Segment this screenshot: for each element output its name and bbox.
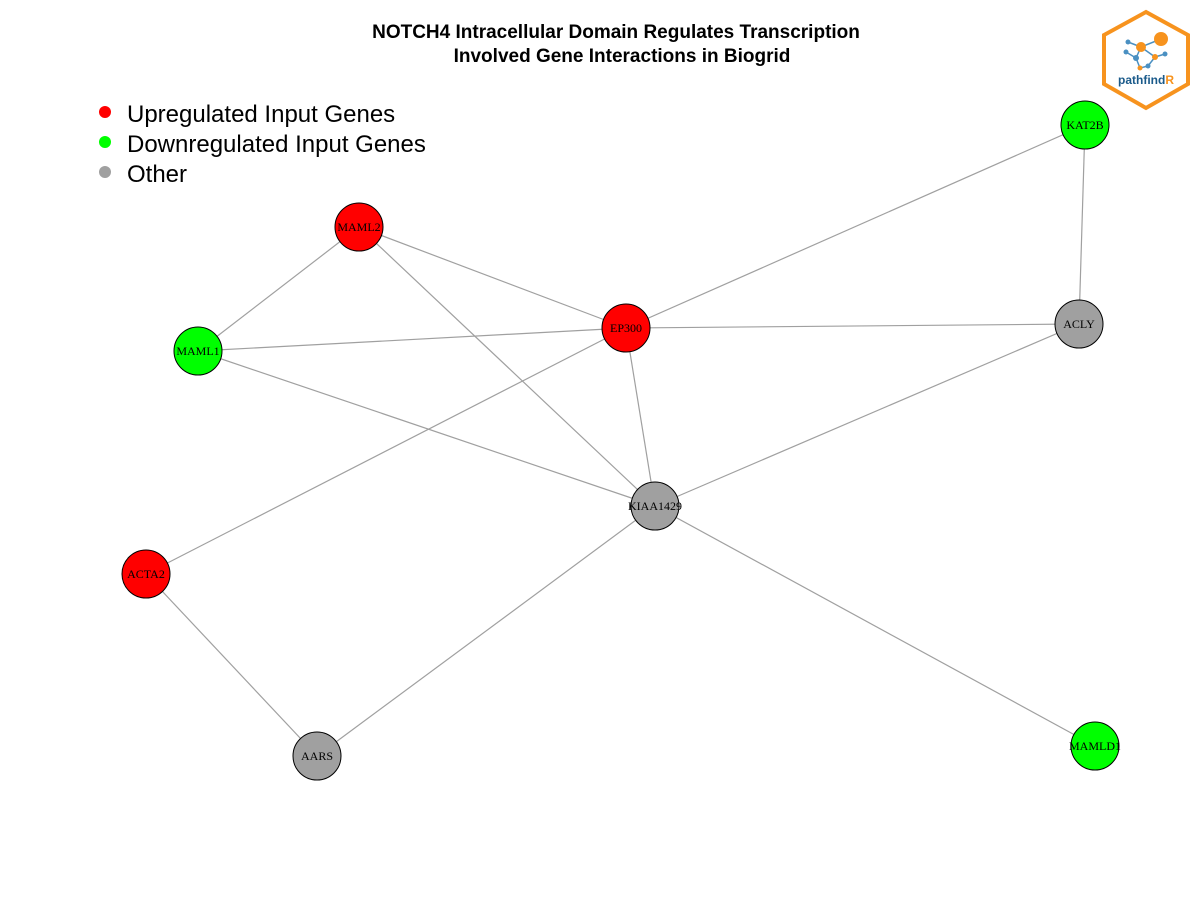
node-maml1[interactable]: MAML1	[173, 326, 223, 376]
node-label: MAML1	[176, 344, 219, 358]
diagram-title-line-1: NOTCH4 Intracellular Domain Regulates Tr…	[372, 22, 860, 43]
legend-label-downregulated: Downregulated Input Genes	[127, 131, 426, 158]
node-label: ACLY	[1063, 317, 1095, 331]
node-label: EP300	[610, 321, 642, 335]
edge-kat2b-acly	[1078, 124, 1086, 325]
edge-acly-kiaa1429	[654, 323, 1080, 507]
edge-maml1-ep300	[197, 327, 627, 352]
node-label: AARS	[301, 749, 333, 763]
edge-maml2-maml1	[197, 226, 360, 352]
edge-ep300-kiaa1429	[625, 327, 656, 507]
legend-label-other: Other	[127, 161, 187, 188]
node-circle[interactable]	[1054, 299, 1104, 349]
diagram-title-line-2: Involved Gene Interactions in Biogrid	[454, 46, 791, 67]
node-circle[interactable]	[1070, 721, 1120, 771]
node-label: ACTA2	[127, 567, 165, 581]
node-mamld1[interactable]: MAMLD1	[1069, 721, 1121, 771]
legend-item-downregulated: Downregulated Input Genes	[99, 131, 426, 158]
edge-kiaa1429-mamld1	[654, 505, 1096, 747]
node-label: KIAA1429	[628, 499, 682, 513]
node-ep300[interactable]: EP300	[601, 303, 651, 353]
legend-item-other: Other	[99, 161, 187, 188]
legend: Upregulated Input Genes Downregulated In…	[99, 101, 426, 188]
edges-layer	[145, 124, 1096, 757]
logo-network-icon	[1123, 32, 1168, 71]
legend-label-upregulated: Upregulated Input Genes	[127, 101, 395, 128]
node-circle[interactable]	[334, 202, 384, 252]
edge-maml2-kiaa1429	[358, 226, 656, 507]
node-circle[interactable]	[601, 303, 651, 353]
node-circle[interactable]	[1060, 100, 1110, 150]
node-acta2[interactable]: ACTA2	[121, 549, 171, 599]
logo-hexagon	[1102, 9, 1190, 111]
legend-item-upregulated: Upregulated Input Genes	[99, 101, 395, 128]
node-label: MAML2	[337, 220, 380, 234]
logo-text: pathfindR	[1118, 73, 1174, 87]
node-aars[interactable]: AARS	[292, 731, 342, 781]
edge-kiaa1429-aars	[316, 505, 656, 757]
node-label: MAMLD1	[1069, 739, 1121, 753]
node-circle[interactable]	[121, 549, 171, 599]
edge-ep300-acly	[625, 323, 1080, 329]
logo-text-accent: R	[1165, 73, 1174, 87]
pathfindr-logo: pathfindR	[1102, 9, 1190, 111]
node-kiaa1429[interactable]: KIAA1429	[628, 481, 682, 531]
legend-swatch-other	[99, 166, 111, 178]
edge-ep300-acta2	[145, 327, 627, 575]
legend-swatch-downregulated	[99, 136, 111, 148]
edge-acta2-aars	[145, 573, 318, 757]
node-maml2[interactable]: MAML2	[334, 202, 384, 252]
node-circle[interactable]	[630, 481, 680, 531]
legend-swatch-upregulated	[99, 106, 111, 118]
edge-maml2-ep300	[358, 226, 627, 329]
node-circle[interactable]	[292, 731, 342, 781]
edge-maml1-kiaa1429	[197, 350, 656, 507]
node-label: KAT2B	[1066, 118, 1103, 132]
edge-ep300-kat2b	[625, 124, 1086, 329]
node-acly[interactable]: ACLY	[1054, 299, 1104, 349]
node-circle[interactable]	[173, 326, 223, 376]
node-kat2b[interactable]: KAT2B	[1060, 100, 1110, 150]
logo-text-main: pathfind	[1118, 73, 1165, 87]
